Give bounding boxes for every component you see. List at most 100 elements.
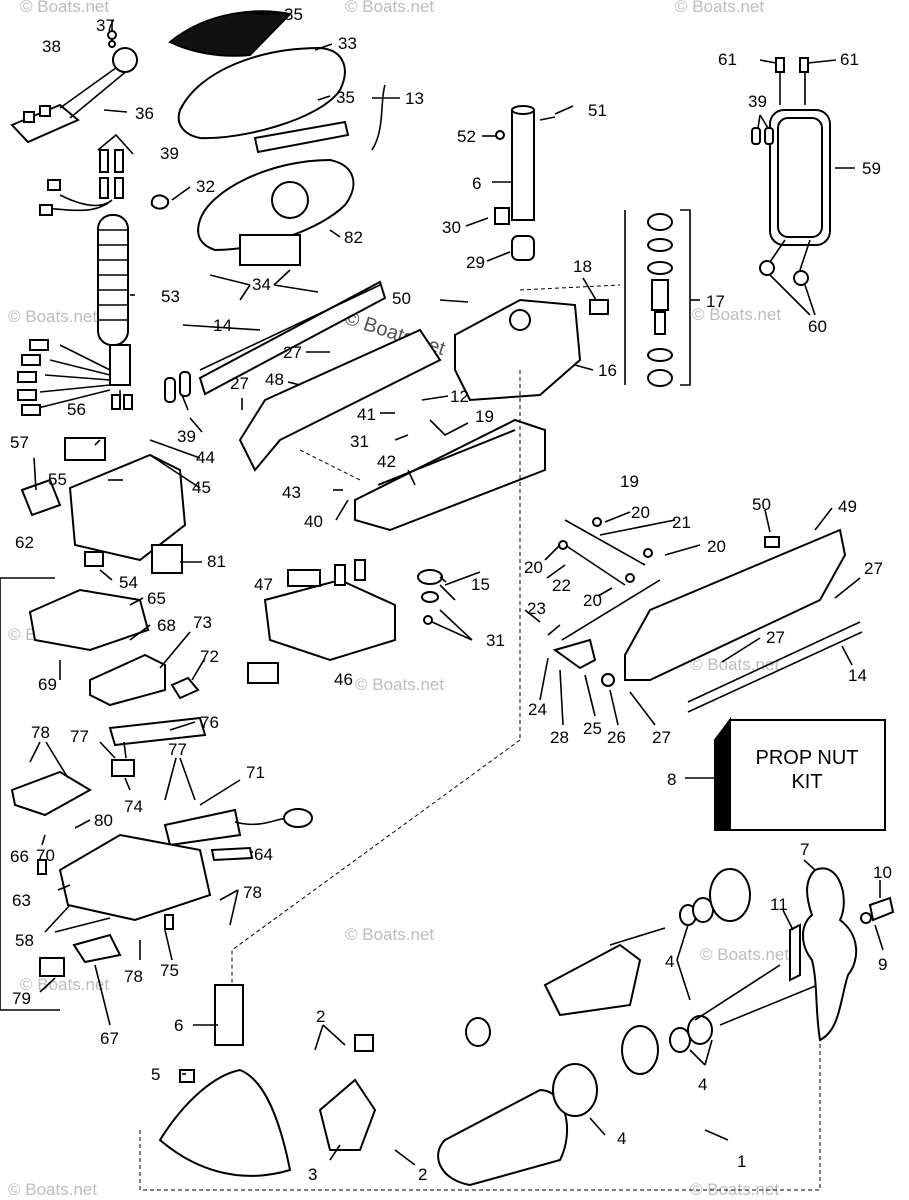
callout-12: 12 xyxy=(450,387,469,406)
callout-71: 71 xyxy=(246,763,265,782)
callout-77: 77 xyxy=(168,740,187,759)
battery-cable xyxy=(751,57,831,286)
callout-74: 74 xyxy=(124,797,143,816)
prop-nut-kit-box: PROP NUT KIT xyxy=(714,717,886,831)
callout-38: 38 xyxy=(42,37,61,56)
callout-61: 61 xyxy=(718,50,737,69)
watermark: © Boats.net xyxy=(355,675,444,694)
callout-4: 4 xyxy=(698,1075,707,1094)
callout-11: 11 xyxy=(770,895,788,914)
callout-31: 31 xyxy=(486,631,505,650)
callout-39: 39 xyxy=(177,427,196,446)
bracket-assembly xyxy=(198,280,621,740)
callout-26: 26 xyxy=(607,728,626,747)
callout-4: 4 xyxy=(665,952,674,971)
callout-30: 30 xyxy=(442,218,461,237)
callout-24: 24 xyxy=(528,700,547,719)
callout-20: 20 xyxy=(631,503,650,522)
callout-45: 45 xyxy=(192,478,211,497)
callout-70: 70 xyxy=(36,846,55,865)
callout-57: 57 xyxy=(10,433,29,452)
leader-lines xyxy=(29,13,884,1166)
callout-79: 79 xyxy=(12,989,31,1008)
callout-60: 60 xyxy=(808,317,827,336)
callout-41: 41 xyxy=(357,405,376,424)
callout-55: 55 xyxy=(48,470,67,489)
callout-61: 61 xyxy=(840,50,859,69)
callout-31: 31 xyxy=(350,432,369,451)
callout-80: 80 xyxy=(94,811,113,830)
callout-10: 10 xyxy=(873,863,892,882)
watermark: © Boats.net xyxy=(8,307,97,326)
callout-6: 6 xyxy=(174,1016,183,1035)
callout-3: 3 xyxy=(308,1165,317,1184)
callout-51: 51 xyxy=(588,101,607,120)
callout-13: 13 xyxy=(405,89,424,108)
callout-25: 25 xyxy=(583,719,602,738)
callout-27: 27 xyxy=(766,628,785,647)
callout-39: 39 xyxy=(748,92,767,111)
callout-27: 27 xyxy=(652,728,671,747)
callout-68: 68 xyxy=(157,616,176,635)
callout-20: 20 xyxy=(707,537,726,556)
callout-7: 7 xyxy=(800,840,809,859)
lower-unit-assembly xyxy=(139,739,895,1191)
callout-78: 78 xyxy=(124,967,143,986)
callout-23: 23 xyxy=(527,599,546,618)
foot-pedal-assembly xyxy=(0,437,313,1011)
callout-35: 35 xyxy=(336,88,355,107)
kit-box-line2: KIT xyxy=(791,771,822,793)
callout-17: 17 xyxy=(706,292,725,311)
callout-9: 9 xyxy=(878,955,887,974)
callout-18: 18 xyxy=(573,257,592,276)
callout-4: 4 xyxy=(617,1129,626,1148)
control-board xyxy=(247,559,443,684)
callout-49: 49 xyxy=(838,497,857,516)
callout-64: 64 xyxy=(254,845,273,864)
callout-52: 52 xyxy=(457,127,476,146)
callout-62: 62 xyxy=(15,533,34,552)
callout-2: 2 xyxy=(316,1007,325,1026)
callout-35: 35 xyxy=(284,5,303,24)
callout-16: 16 xyxy=(598,361,617,380)
callout-37: 37 xyxy=(96,16,115,35)
callout-2: 2 xyxy=(418,1165,427,1184)
callout-27: 27 xyxy=(864,559,883,578)
callout-33: 33 xyxy=(338,34,357,53)
callout-78: 78 xyxy=(31,723,50,742)
callout-72: 72 xyxy=(200,647,219,666)
callout-82: 82 xyxy=(344,228,363,247)
callout-20: 20 xyxy=(583,591,602,610)
callout-14: 14 xyxy=(213,316,232,335)
callout-47: 47 xyxy=(254,575,273,594)
callout-labels: 35 33 35 13 37 38 36 39 32 82 34 53 14 5… xyxy=(10,5,892,1184)
callout-40: 40 xyxy=(304,512,323,531)
callout-76: 76 xyxy=(200,713,219,732)
callout-77: 77 xyxy=(70,727,89,746)
wiring-coil-assembly xyxy=(10,20,191,416)
watermark: © Boats.net xyxy=(8,1180,97,1199)
callout-19: 19 xyxy=(620,472,639,491)
callout-5: 5 xyxy=(151,1065,160,1084)
watermark: © Boats.net xyxy=(345,0,434,16)
bearing-stack xyxy=(624,209,691,387)
callout-19: 19 xyxy=(475,407,494,426)
watermark: © Boats.net xyxy=(690,655,779,674)
callout-73: 73 xyxy=(193,613,212,632)
callout-50: 50 xyxy=(392,289,411,308)
callout-67: 67 xyxy=(100,1029,119,1048)
callout-32: 32 xyxy=(196,177,215,196)
callout-27: 27 xyxy=(230,374,249,393)
column-parts xyxy=(494,105,609,315)
callout-20: 20 xyxy=(524,558,543,577)
callout-21: 21 xyxy=(672,513,691,532)
callout-65: 65 xyxy=(147,589,166,608)
callout-43: 43 xyxy=(282,483,301,502)
callout-53: 53 xyxy=(161,287,180,306)
callout-50: 50 xyxy=(752,495,771,514)
watermark: © Boats.net xyxy=(345,925,434,944)
callout-44: 44 xyxy=(196,448,215,467)
callout-63: 63 xyxy=(12,891,31,910)
callout-58: 58 xyxy=(15,931,34,950)
